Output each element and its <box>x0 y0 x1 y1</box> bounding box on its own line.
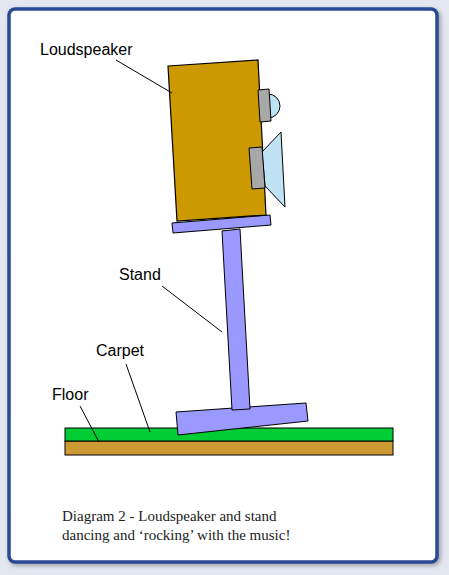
woofer-cone <box>262 132 285 207</box>
leader-lines <box>80 60 222 442</box>
tweeter <box>258 89 271 122</box>
part-label: Floor <box>52 385 88 404</box>
frame <box>9 9 437 562</box>
figure-caption: Diagram 2 - Loudspeaker and stand dancin… <box>62 507 324 545</box>
floor <box>65 441 393 455</box>
part-label: Loudspeaker <box>40 40 133 59</box>
part-label: Carpet <box>96 341 144 360</box>
woofer <box>249 147 265 189</box>
stand-column <box>222 229 250 410</box>
loudspeaker-box <box>168 60 266 221</box>
part-label: Stand <box>119 265 161 284</box>
